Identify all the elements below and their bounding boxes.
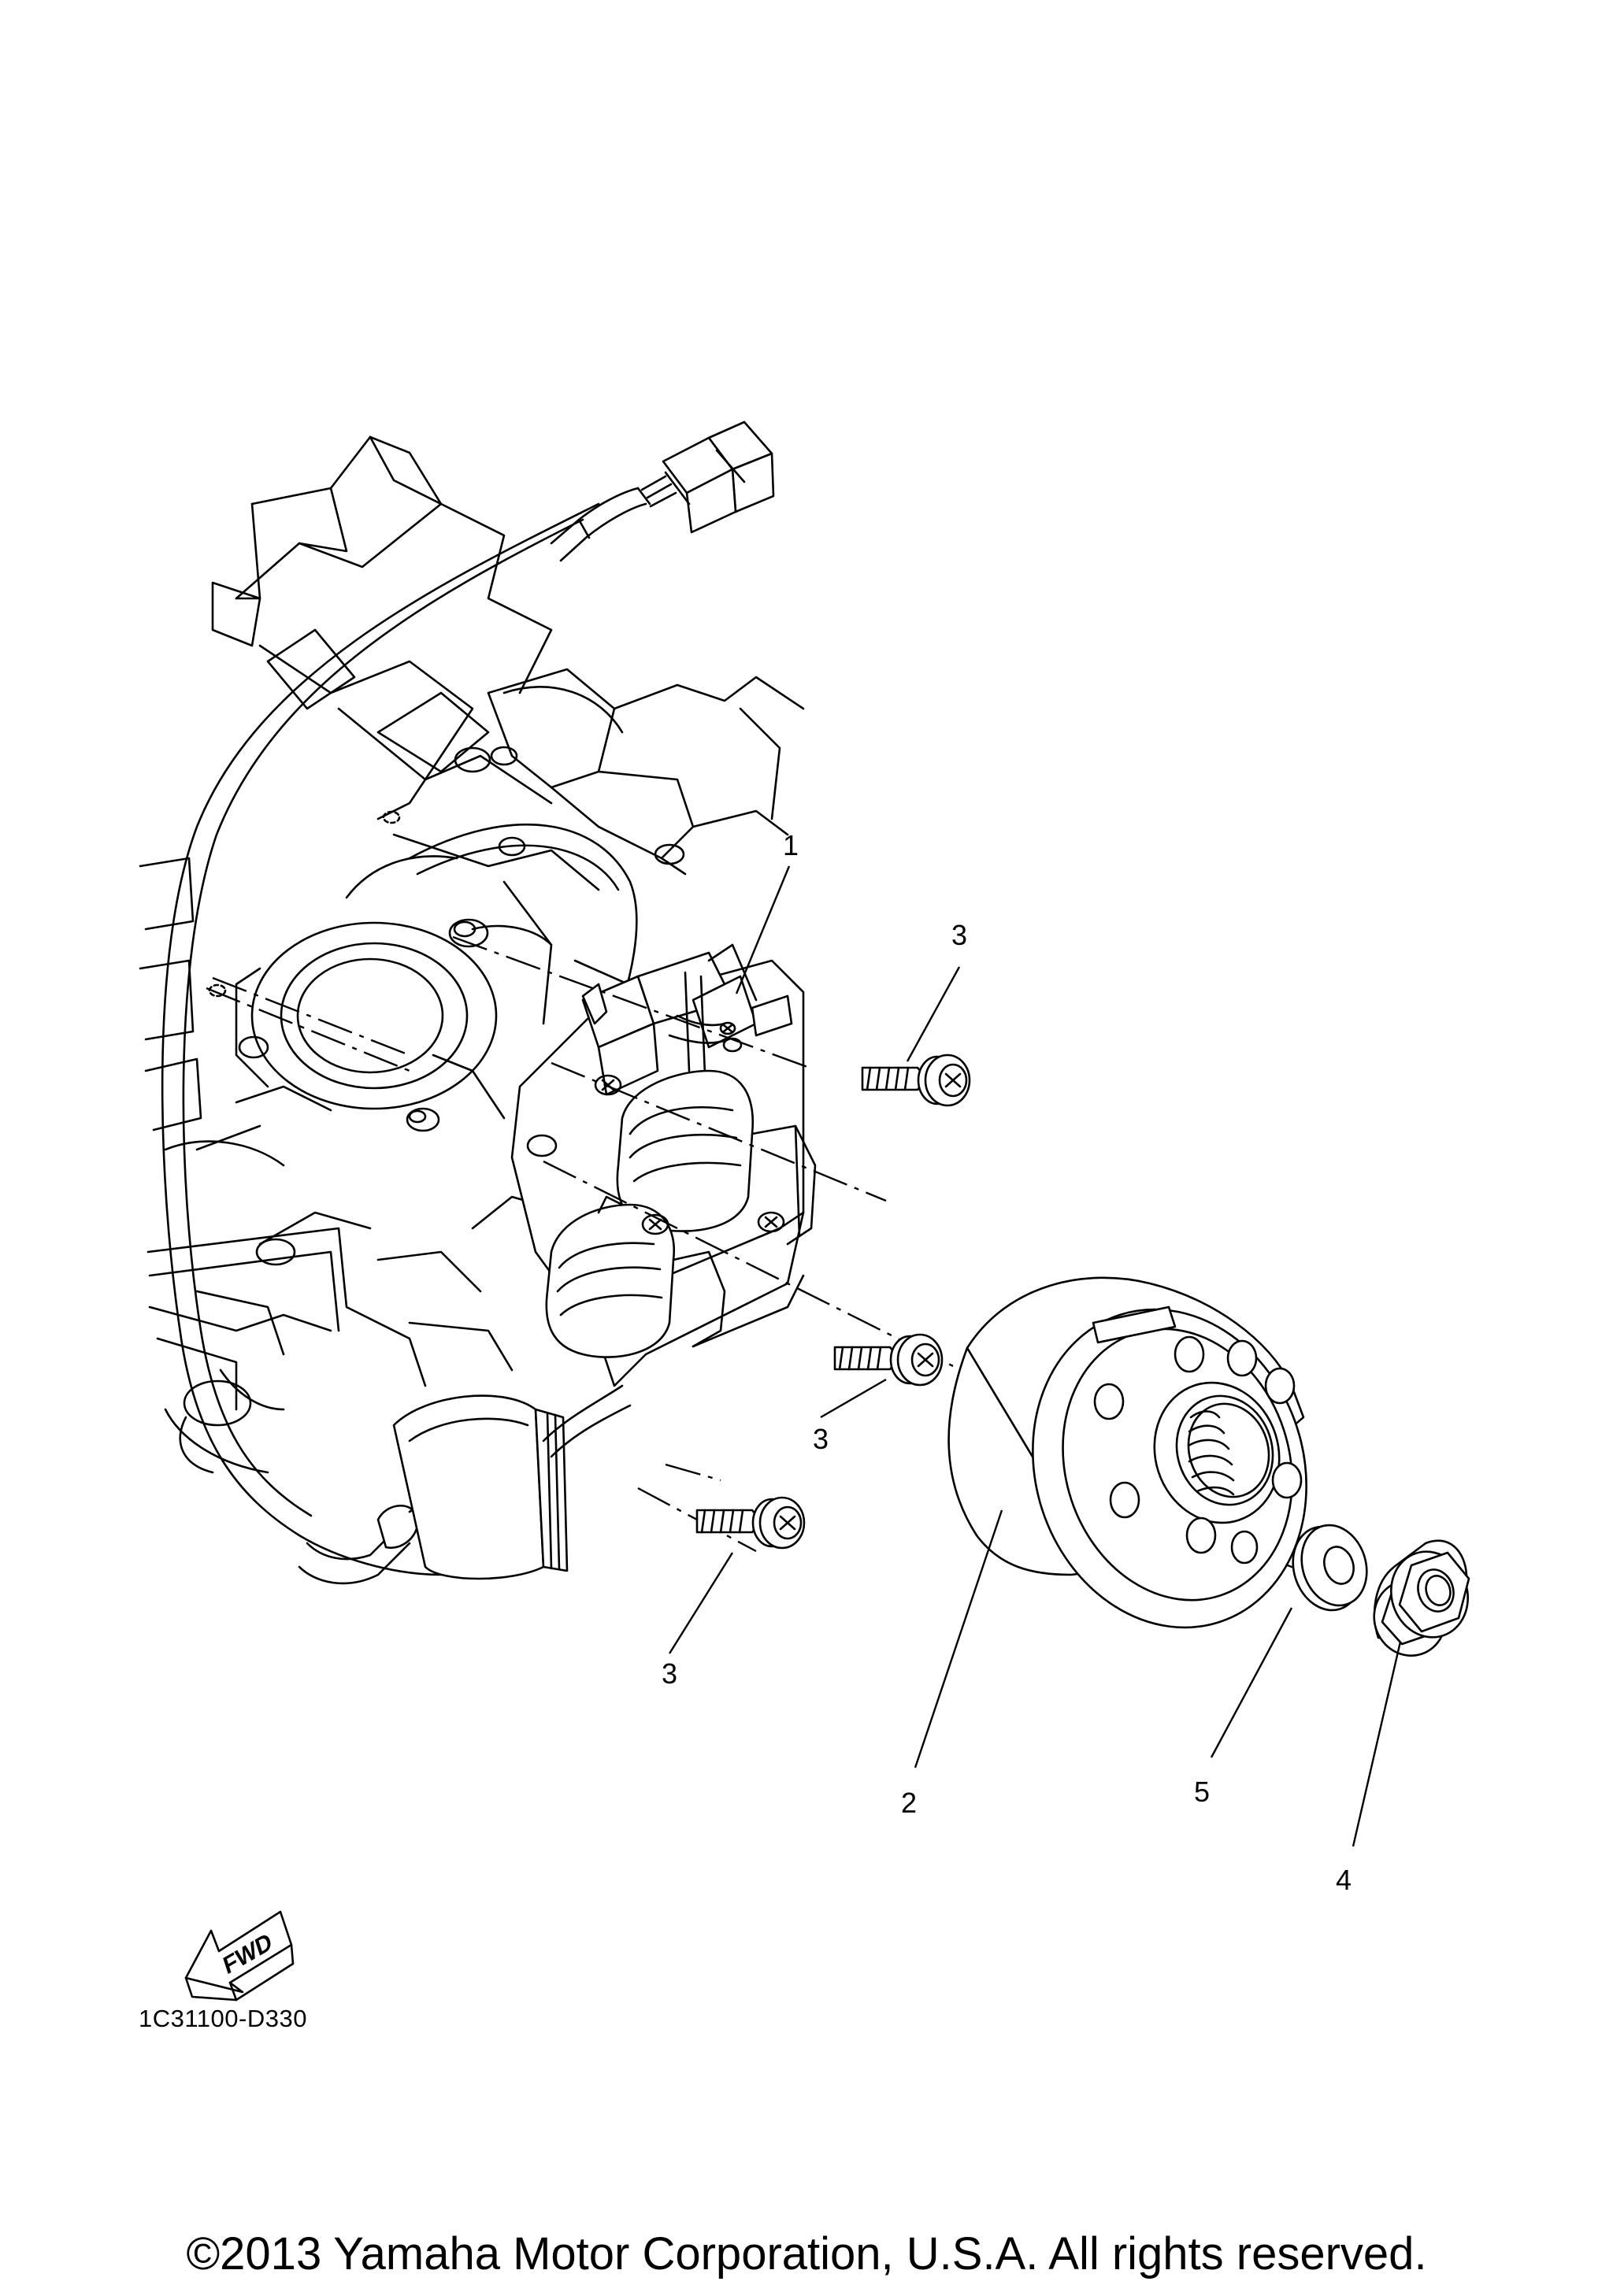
callout-3-middle: 3 bbox=[813, 1423, 829, 1455]
cable-grommet bbox=[299, 1386, 630, 1583]
callout-1: 1 bbox=[783, 829, 799, 861]
flywheel-rotor bbox=[949, 1274, 1347, 1664]
callout-4: 4 bbox=[1336, 1864, 1352, 1896]
flange-nut bbox=[1364, 1541, 1478, 1665]
callout-labels: 1 3 3 3 2 5 4 bbox=[662, 829, 1352, 1896]
leader-lines bbox=[669, 866, 1400, 1846]
callout-5: 5 bbox=[1194, 1776, 1210, 1808]
crankcase-housing bbox=[140, 437, 803, 1575]
callout-2: 2 bbox=[901, 1787, 917, 1819]
stator-assembly bbox=[512, 945, 815, 1386]
diagram-code: 1C31100-D330 bbox=[139, 2005, 307, 2032]
screw-middle bbox=[835, 1335, 942, 1385]
washer bbox=[1282, 1516, 1377, 1619]
callout-3-bottom: 3 bbox=[662, 1657, 677, 1690]
harness-connector bbox=[551, 422, 773, 561]
callout-3-top: 3 bbox=[951, 919, 967, 951]
screw-bottom bbox=[697, 1498, 804, 1548]
forward-arrow-icon: FWD bbox=[186, 1912, 293, 2000]
copyright-notice: ©2013 Yamaha Motor Corporation, U.S.A. A… bbox=[186, 2228, 1427, 2279]
screw-top bbox=[862, 1055, 970, 1105]
